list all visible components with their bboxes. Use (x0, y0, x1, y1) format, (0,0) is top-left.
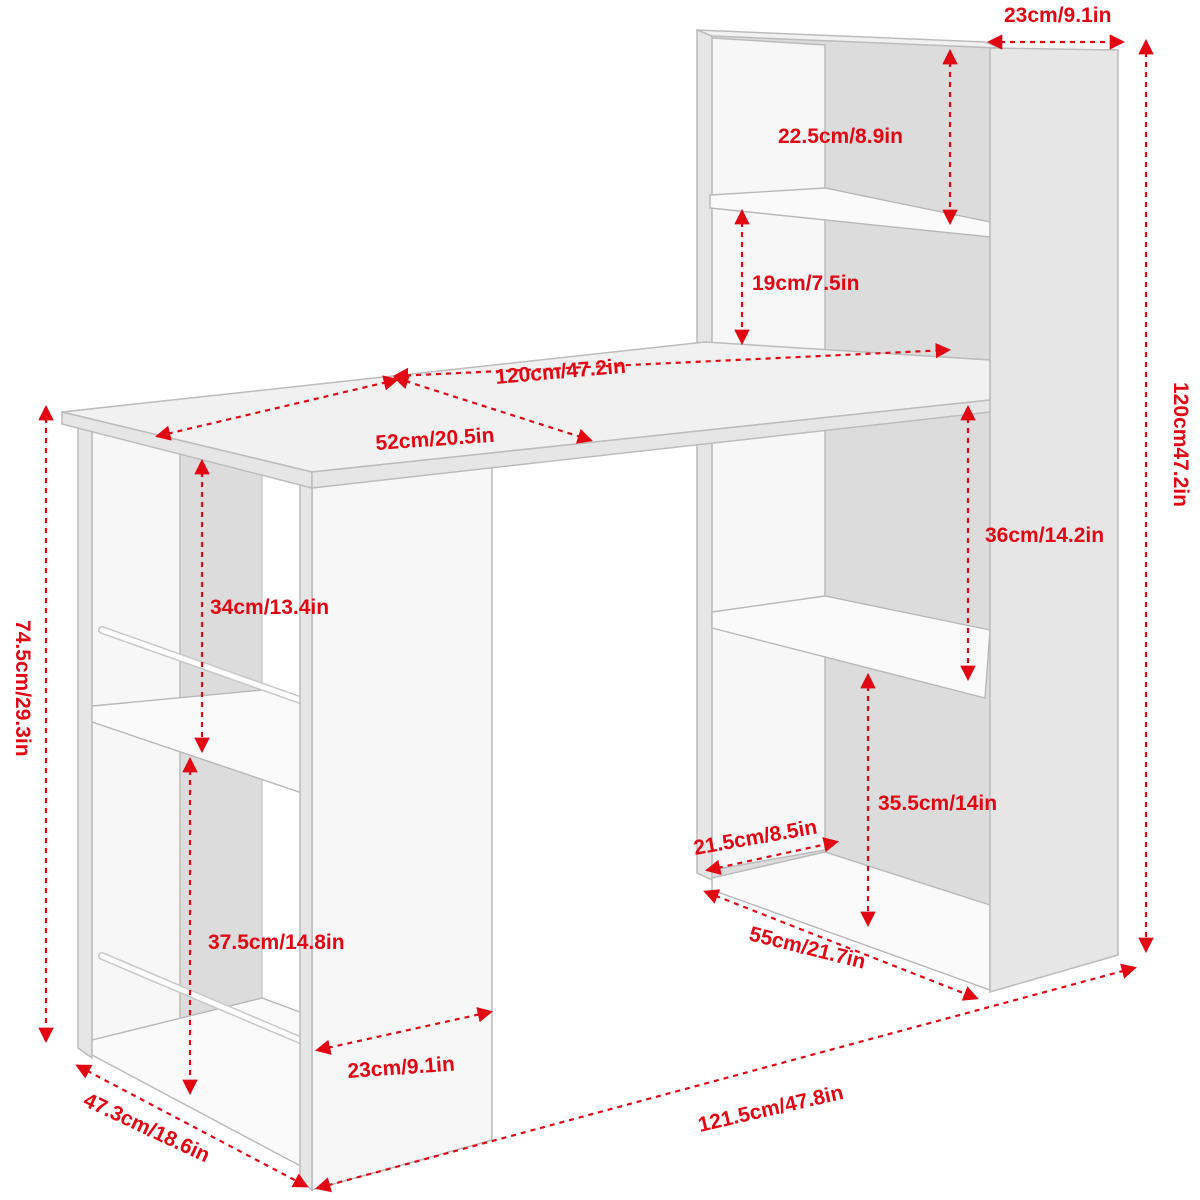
tower-right-panel (989, 47, 1119, 993)
desk-top-side-edge (311, 399, 991, 489)
desk-support-edge (299, 480, 313, 1192)
label-top-depth: 23cm/9.1in (1004, 4, 1111, 27)
label-desk-height: 74.5cm/29.3in (11, 620, 34, 757)
dim-line-left-base-depth (75, 1064, 309, 1188)
dim-line-desk-depth-front (155, 375, 399, 441)
bookshelf-tower (696, 29, 1119, 993)
dimension-lines (38, 34, 1154, 1193)
desk-front-support-panel (311, 465, 493, 1191)
label-total-width: 121.5cm/47.8in (696, 1081, 846, 1137)
tower-left-panel (696, 29, 713, 882)
left-unit-outer-panel (77, 427, 93, 1060)
tower-shelf-3 (711, 595, 991, 699)
label-left-upper-height: 34cm/13.4in (210, 596, 329, 619)
label-total-height: 120cm47.2in (1169, 382, 1192, 507)
label-shelf1-height: 22.5cm/8.9in (778, 125, 903, 148)
label-left-lower-height: 37.5cm/14.8in (208, 931, 345, 954)
tower-inner-wall (711, 37, 826, 871)
dim-line-tower-low-depth (704, 837, 840, 875)
label-tower-mid-height: 36cm/14.2in (985, 524, 1104, 547)
label-shelf2-height: 19cm/7.5in (752, 272, 859, 295)
dim-line-desk-width (392, 342, 952, 384)
label-tower-low-height: 35.5cm/14in (878, 792, 997, 815)
dim-line-total-width (315, 963, 1137, 1193)
dim-line-desk-depth (393, 374, 593, 444)
